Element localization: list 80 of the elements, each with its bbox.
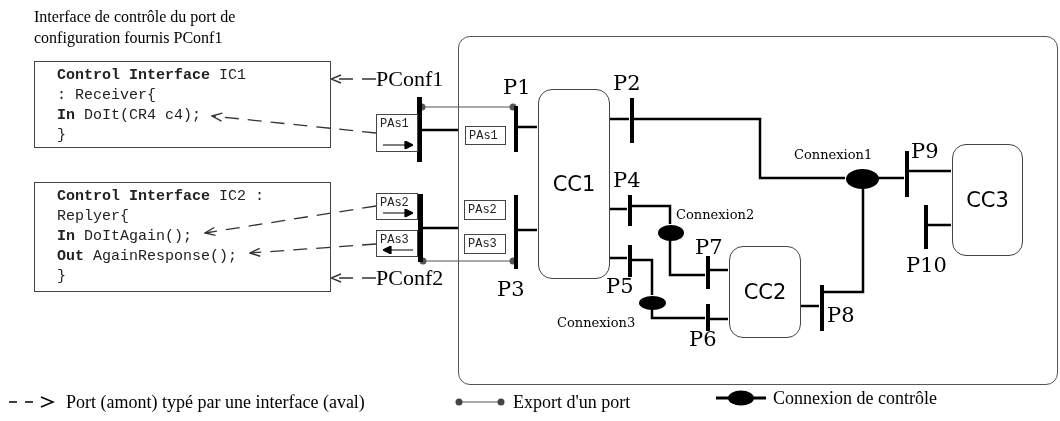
interface-box [34, 182, 331, 292]
port-label: P8 [827, 303, 855, 327]
connector-line [650, 309, 705, 320]
dashed-arrow [249, 243, 377, 257]
connector-line [709, 268, 728, 272]
connection-label: Connexion1 [794, 147, 873, 162]
connector-line [609, 117, 629, 121]
port-label: P7 [695, 235, 723, 259]
dashed-arrow [330, 74, 377, 84]
composite-box [458, 36, 1058, 385]
connector-line [517, 228, 537, 232]
connector-line [800, 304, 819, 308]
port-bar [630, 98, 634, 143]
component-box: CC3 [952, 144, 1023, 256]
connection-label: Connexion2 [676, 207, 755, 222]
port-box [464, 234, 506, 254]
legend-text: Export d'un port [513, 392, 631, 413]
code-line: In DoIt(CR4 c4); [57, 106, 203, 126]
port-name: PAs3 [468, 237, 497, 251]
code-line: In DoItAgain(); [57, 227, 194, 247]
port-label: P10 [906, 253, 947, 277]
port-bar [514, 195, 518, 269]
dashed-arrow [211, 112, 377, 134]
port-label: P6 [689, 327, 717, 351]
port-box [464, 200, 506, 220]
legend-text: Port (amont) typé par une interface (aval) [66, 392, 365, 413]
connector-line [823, 188, 865, 294]
connection-ellipse [658, 225, 684, 241]
connector-line [517, 125, 537, 129]
port-bar [820, 285, 824, 331]
port-name: PAs2 [380, 196, 409, 210]
connector-line [878, 176, 904, 180]
port-name: PAs3 [380, 233, 409, 247]
port-label: P3 [497, 277, 525, 301]
port-bar [706, 256, 710, 289]
connector-line [668, 240, 705, 277]
port-bar [706, 304, 710, 331]
heading-text: Interface de contrôle du port de configuration fournis PConf1 [34, 7, 237, 48]
port-bar [418, 194, 423, 262]
port-bar [628, 195, 632, 226]
port-box [376, 193, 418, 220]
code-line: } [57, 126, 67, 146]
port-label: P1 [503, 75, 531, 99]
connector-line [422, 128, 458, 132]
connection-ellipse [639, 296, 666, 310]
port-bar [628, 245, 632, 277]
interface-box [34, 61, 331, 148]
connection-ellipse [846, 169, 879, 189]
port-bar [514, 106, 518, 152]
legend-text: Connexion de contrôle [773, 388, 937, 409]
port-bar [905, 151, 909, 197]
port-name: PAs1 [469, 129, 498, 143]
code-line: Control Interface IC1 : Receiver{ [57, 66, 248, 106]
connector-line [631, 258, 654, 295]
dashed-arrow [330, 273, 377, 283]
component-box: CC2 [729, 246, 801, 338]
port-box [376, 114, 418, 152]
port-label: P2 [613, 71, 641, 95]
port-box [376, 230, 418, 257]
connector-line [423, 226, 458, 230]
connector-line [927, 223, 951, 227]
component-box: CC1 [538, 89, 610, 279]
code-line: Control Interface IC2 : Replyer{ [57, 187, 266, 227]
connector-line [633, 117, 845, 180]
port-label: P9 [911, 139, 939, 163]
port-name: PAs1 [380, 117, 409, 131]
export-line [419, 257, 517, 265]
port-name: PConf1 [376, 65, 456, 93]
dashed-arrow [204, 205, 377, 237]
port-name: PConf2 [376, 264, 456, 292]
code-line: } [57, 267, 67, 287]
port-bar [924, 205, 928, 249]
connector-line [709, 317, 728, 321]
connection-label: Connexion3 [557, 315, 636, 330]
port-box [465, 126, 506, 145]
port-label: P4 [613, 168, 641, 192]
connector-line [631, 204, 672, 224]
connector-line [908, 169, 951, 173]
port-name: PAs2 [468, 203, 497, 217]
code-line: Out AgainResponse(); [57, 247, 239, 267]
